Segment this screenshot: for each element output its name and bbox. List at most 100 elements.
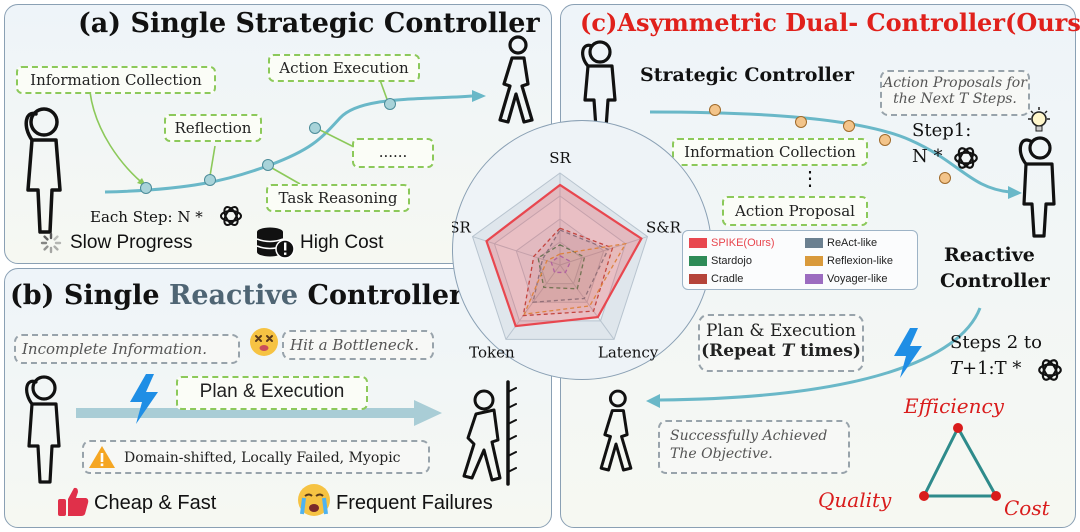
bottleneck-text: Hit a Bottleneck. xyxy=(290,336,419,354)
openai-icon xyxy=(220,205,242,227)
legend-swatch xyxy=(805,256,823,267)
radar-series-react-like xyxy=(532,229,610,303)
info-collection-box-c: Information Collection xyxy=(672,138,868,166)
blocked-person-icon xyxy=(462,380,517,486)
lightning-icon xyxy=(130,374,158,424)
legend-item: Stardojo xyxy=(689,255,752,267)
radar-series-reflexion-like xyxy=(523,242,627,315)
radar-axis-label: S&R xyxy=(646,219,682,237)
legend-label: Cradle xyxy=(711,273,744,285)
steps2-t: T xyxy=(950,358,963,379)
triangle-diagram xyxy=(919,423,1001,501)
cost-label: Cost xyxy=(1004,496,1050,520)
lightning-icon xyxy=(894,328,922,378)
legend-swatch xyxy=(805,238,823,249)
panel-b-title-post: Controller xyxy=(298,280,464,311)
legend-label: ReAct-like xyxy=(827,237,878,249)
success-bubble: Successfully Achieved The Objective. xyxy=(658,420,850,474)
strategic-controller-label: Strategic Controller xyxy=(640,64,854,86)
plan-repeat-b: times) xyxy=(794,341,861,361)
success-text-1: Successfully Achieved xyxy=(670,428,828,444)
walking-person-icon xyxy=(498,35,534,124)
crying-face-icon xyxy=(298,484,330,516)
plan-repeat-t: T xyxy=(781,341,795,361)
panel-b-title-pre: (b) Single xyxy=(10,280,169,311)
legend-label: Voyager-like xyxy=(827,273,888,285)
radar-axis-label: Token xyxy=(469,343,515,361)
dots-box: ...... xyxy=(352,138,434,168)
plan-repeat-a: (Repeat xyxy=(701,341,782,361)
legend-item: SPIKE(Ours) xyxy=(689,237,775,249)
task-reasoning-box: Task Reasoning xyxy=(266,184,410,212)
reflection-box: Reflection xyxy=(164,114,262,142)
steps2-rest: +1:T * xyxy=(962,358,1022,379)
loading-icon xyxy=(40,232,62,254)
warning-text: Domain-shifted, Locally Failed, Myopic xyxy=(124,450,401,466)
warning-box: Domain-shifted, Locally Failed, Myopic xyxy=(82,440,430,474)
bottleneck-bubble: Hit a Bottleneck. xyxy=(282,330,434,360)
panel-single-reactive xyxy=(4,268,552,528)
thumbs-up-icon xyxy=(58,487,89,516)
action-proposal-box: Action Proposal xyxy=(722,196,868,226)
walking-person-icon xyxy=(599,389,633,472)
plan-repeat-text-1: Plan & Execution xyxy=(706,321,856,341)
thinking-person-icon xyxy=(24,107,62,234)
proposals-text-2: the Next T Steps. xyxy=(893,91,1017,107)
legend-label: Reflexion-like xyxy=(827,255,894,267)
database-warning-icon xyxy=(256,227,295,259)
incomplete-info-text: Incomplete Information. xyxy=(22,340,207,358)
proposals-bubble: Action Proposals for the Next T Steps. xyxy=(880,70,1030,116)
legend-swatch xyxy=(689,256,707,267)
reactive-label-1: Reactive xyxy=(944,244,1035,266)
panel-c-title: (c)Asymmetric Dual- Controller(Ours) xyxy=(580,8,1080,37)
legend-label: Stardojo xyxy=(711,255,752,267)
high-cost-label: High Cost xyxy=(300,232,384,253)
legend-swatch xyxy=(689,238,707,249)
panel-b-title-mid: Reactive xyxy=(168,280,299,311)
legend-swatch xyxy=(805,274,823,285)
plan-repeat-text-2: (Repeat T times) xyxy=(700,341,862,361)
radar-series-spike-ours- xyxy=(485,183,643,328)
thinking-person-icon xyxy=(25,375,61,484)
radar-axis-label: BSR xyxy=(452,219,472,237)
success-text-2: The Objective. xyxy=(670,446,773,462)
legend-item: Cradle xyxy=(689,273,743,285)
radar-spoke xyxy=(559,236,648,266)
radar-axis-label: SR xyxy=(549,149,571,167)
legend-swatch xyxy=(689,274,707,285)
panel-a-diagram xyxy=(89,79,486,194)
cheap-fast-label: Cheap & Fast xyxy=(94,492,217,514)
incomplete-info-bubble: Incomplete Information. xyxy=(14,334,240,364)
efficiency-label: Efficiency xyxy=(904,394,1004,418)
step1-n-label: N * xyxy=(912,146,943,167)
radar-series-voyager-like xyxy=(550,255,572,274)
slow-progress-label: Slow Progress xyxy=(70,232,193,253)
frequent-failures-label: Frequent Failures xyxy=(336,492,493,514)
thinking-person-icon xyxy=(1018,136,1056,238)
radar-chart: SR S&R Latency Token BSR xyxy=(452,149,682,361)
execution-arrow xyxy=(76,400,442,426)
lightbulb-icon xyxy=(1028,107,1050,132)
each-step-label: Each Step: N * xyxy=(90,208,203,226)
proposals-text-1: Action Proposals for xyxy=(883,75,1027,91)
steps2-label-2: T+1:T * xyxy=(950,358,1021,379)
plan-repeat-box: Plan & Execution (Repeat T times) xyxy=(698,314,864,372)
legend-item: ReAct-like xyxy=(805,237,877,249)
warning-icon xyxy=(89,446,115,468)
dizzy-face-icon xyxy=(250,328,278,356)
panel-c-flow xyxy=(646,104,1022,408)
openai-icon xyxy=(1038,359,1062,381)
legend-item: Reflexion-like xyxy=(805,255,893,267)
panel-b-title: (b) Single Reactive Controller xyxy=(10,280,463,311)
legend-item: Voyager-like xyxy=(805,273,888,285)
plan-execution-box: Plan & Execution xyxy=(176,376,368,410)
openai-icon xyxy=(954,147,978,169)
quality-label: Quality xyxy=(818,488,892,512)
step1-label: Step1: xyxy=(912,120,972,141)
radar-series-stardojo xyxy=(537,244,586,290)
radar-series-cradle xyxy=(522,227,614,317)
radar-axis-label: Latency xyxy=(598,343,659,361)
reactive-label-2: Controller xyxy=(940,270,1050,292)
info-collection-box: Information Collection xyxy=(16,66,216,94)
